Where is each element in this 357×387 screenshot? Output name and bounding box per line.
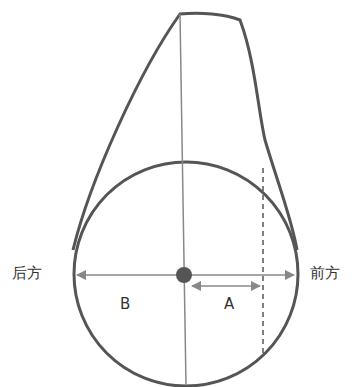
side-label: 后方 <box>12 266 42 281</box>
dashed-line <box>262 168 264 356</box>
side-label: 前方 <box>310 266 340 281</box>
dimension-label: A <box>224 297 234 312</box>
long-axis <box>180 14 186 385</box>
distance-arrow-a <box>192 285 260 287</box>
center-dot <box>176 267 192 283</box>
dimension-label: B <box>120 297 130 312</box>
